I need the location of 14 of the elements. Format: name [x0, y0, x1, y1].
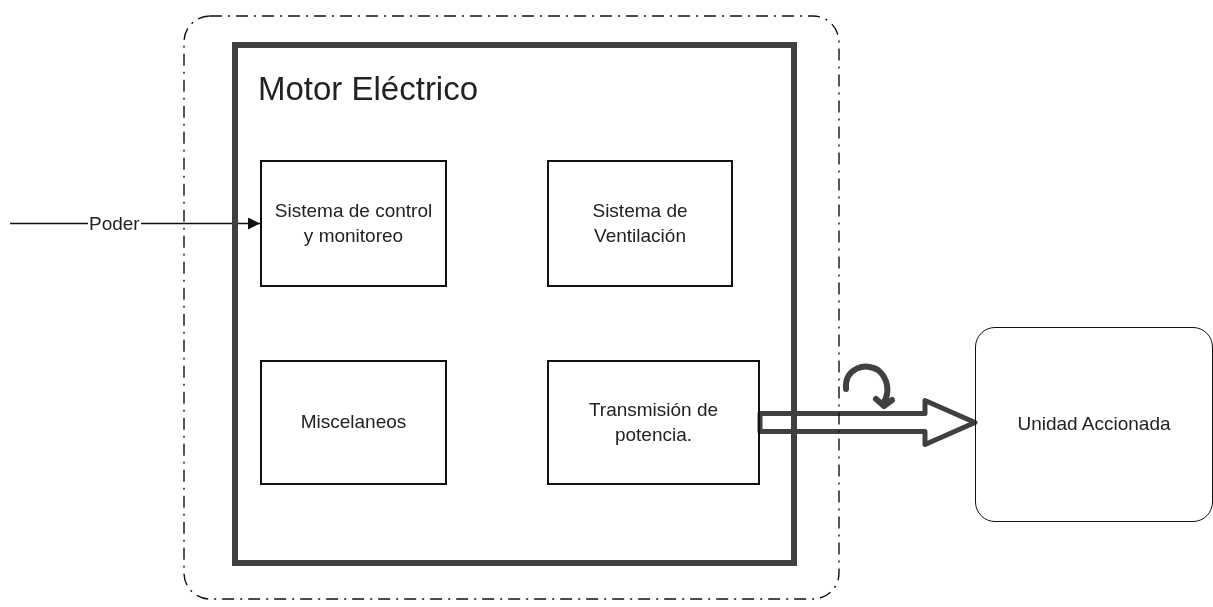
node-label: Transmisión de potencia.: [587, 397, 720, 447]
node-label: Sistema de Ventilación: [591, 198, 689, 248]
process-box: [547, 360, 760, 485]
process-box: [260, 360, 447, 485]
process-box: [260, 160, 447, 287]
system-boundary: [183, 15, 840, 600]
node-label: Miscelaneos: [300, 410, 407, 435]
heading: Motor Eléctrico: [258, 70, 479, 108]
block-arrow: [757, 398, 978, 447]
node-label: Unidad Accionada: [1017, 412, 1171, 437]
process-box: [975, 327, 1213, 522]
node-label: Sistema de control y monitoreo: [273, 198, 434, 248]
component-box: [232, 42, 797, 566]
process-box: [547, 160, 733, 287]
